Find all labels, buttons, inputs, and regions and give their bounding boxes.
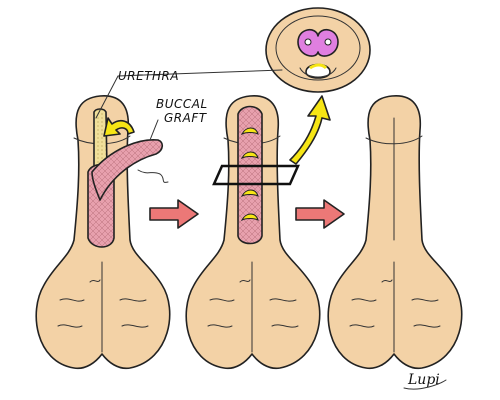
urethra-label: URETHRA	[118, 69, 179, 83]
buccal-label: BUCCAL	[156, 97, 208, 111]
panel-2-graft-sutured	[185, 95, 331, 370]
suture-thread	[137, 169, 169, 183]
artist-signature: Lupi	[407, 372, 440, 388]
panel-1-graft-placement	[35, 95, 171, 370]
graft-label: GRAFT	[164, 111, 208, 125]
tissue-bed-2	[237, 105, 263, 245]
panel-3-closed	[327, 95, 463, 370]
corpora-cavernosa	[297, 29, 339, 57]
graft-leader	[149, 119, 159, 141]
curved-arrow-icon	[103, 117, 135, 137]
right-arrow-icon	[149, 199, 199, 229]
cross-section-inset	[265, 7, 371, 93]
penis-outline-3	[327, 95, 463, 370]
right-arrow-icon-2	[295, 199, 345, 229]
buccal-graft	[91, 139, 164, 201]
section-plane	[212, 164, 300, 186]
up-arrow-icon	[289, 95, 331, 165]
suture-icon	[240, 127, 259, 222]
urethra-leader	[95, 69, 283, 119]
